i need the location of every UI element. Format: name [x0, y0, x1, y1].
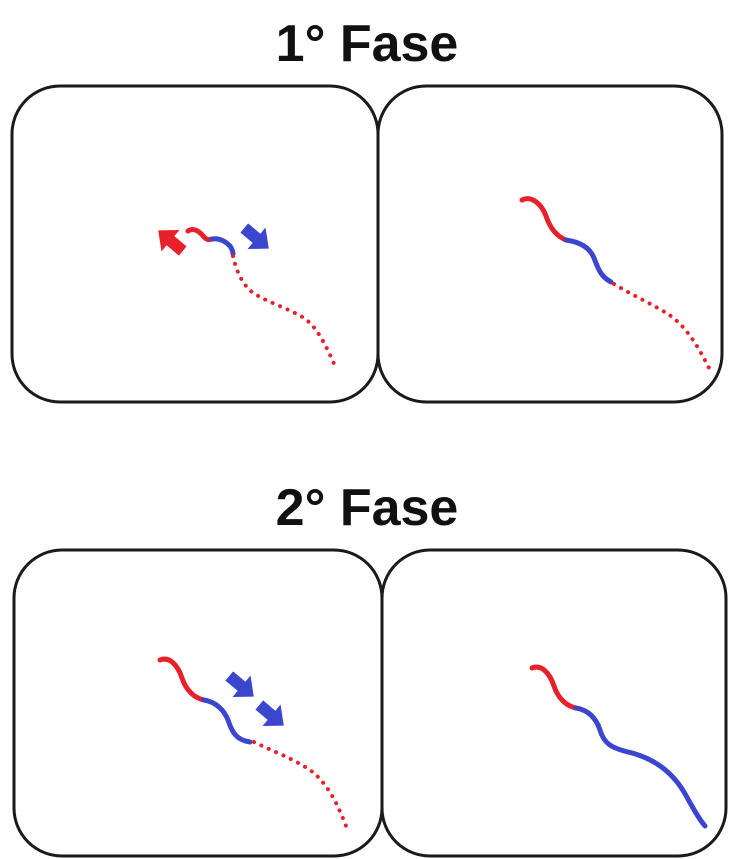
phase-2-right-panel [380, 548, 728, 858]
red-strand-segment [529, 664, 579, 711]
phase-1-title: 1° Fase [275, 15, 459, 73]
phase-2-left-content [157, 656, 348, 828]
blue-strand-segment [209, 236, 236, 257]
blue-strand-segment [563, 237, 614, 285]
phase-1-panels [10, 84, 724, 404]
blue-strand-segment [573, 705, 708, 829]
blue-strand-segment [201, 697, 253, 745]
phase-2-panels [12, 548, 728, 858]
phase-2-left-panel [12, 548, 384, 858]
phase-1-left-panel [10, 84, 380, 404]
red-dotted-strand [252, 740, 348, 828]
phase-2-right-content [529, 664, 708, 829]
phase-1-left-content [149, 217, 338, 370]
red-strand-segment [157, 656, 207, 703]
red-strand-segment [519, 196, 569, 243]
phase-2-title: 2° Fase [275, 479, 459, 537]
phase-1-right-content [519, 196, 712, 372]
phase-1-right-panel [376, 84, 724, 404]
